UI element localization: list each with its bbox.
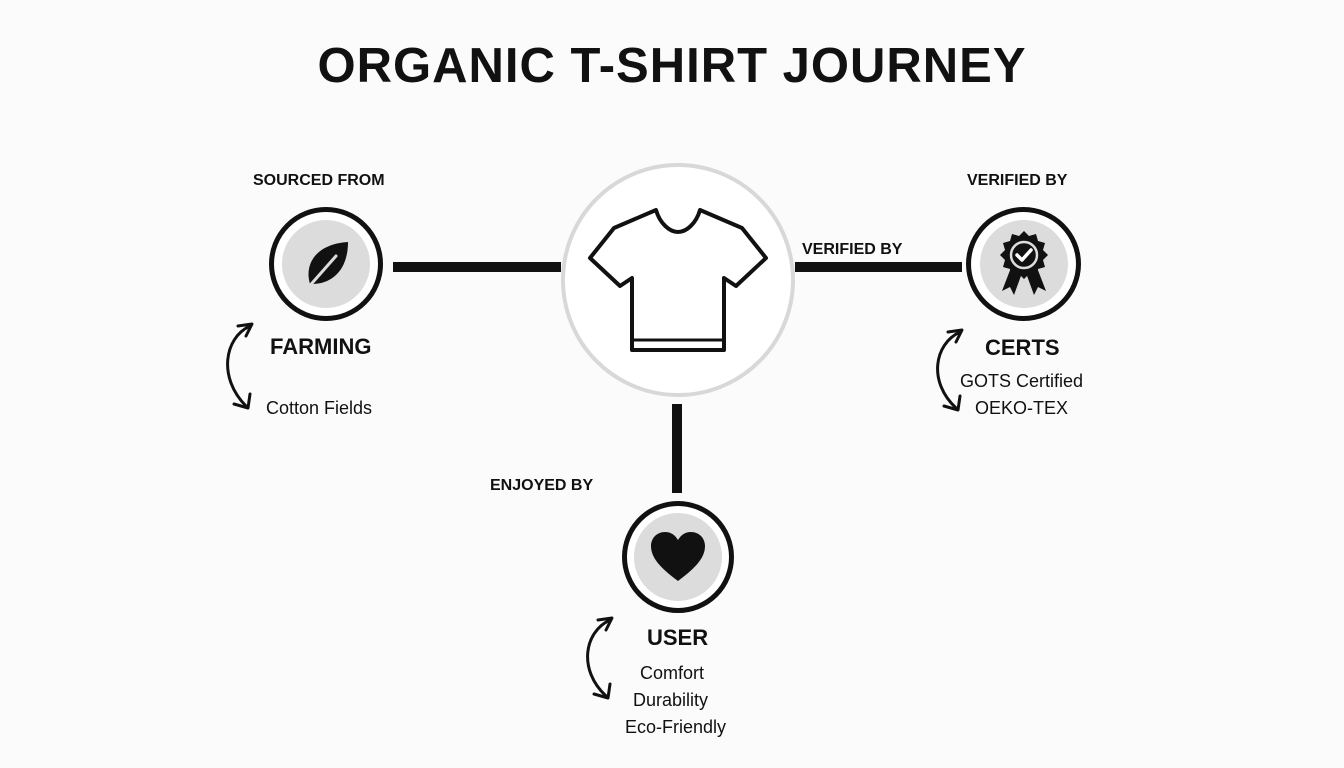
certs-node xyxy=(966,207,1081,321)
diagram-title: ORGANIC T-SHIRT JOURNEY xyxy=(317,39,1027,93)
cycle-arrow-icon xyxy=(936,328,964,412)
user-title: USER xyxy=(647,625,709,650)
t-shirt-icon xyxy=(588,208,768,352)
cycle-arrow-icon xyxy=(226,322,254,410)
connector-hub-certs xyxy=(795,262,962,272)
cycle-arrow-icon xyxy=(586,616,614,700)
certs-detail-1: GOTS Certified xyxy=(960,371,1084,391)
relation-label-verified-by: VERIFIED BY xyxy=(967,172,1068,189)
farming-detail: Cotton Fields xyxy=(266,398,373,418)
user-detail-2: Durability xyxy=(633,690,709,710)
leaf-icon xyxy=(304,242,348,292)
heart-icon xyxy=(651,532,705,581)
connector-hub-user xyxy=(672,404,682,493)
farming-title: FARMING xyxy=(270,334,372,359)
user-detail-1: Comfort xyxy=(640,663,705,683)
certs-title: CERTS xyxy=(985,335,1060,360)
farming-node xyxy=(269,207,383,321)
t-shirt-hub xyxy=(561,163,795,397)
relation-label-enjoyed-by: ENJOYED BY xyxy=(490,477,594,494)
user-detail-3: Eco-Friendly xyxy=(625,717,727,737)
certs-detail-2: OEKO-TEX xyxy=(975,398,1069,418)
award-badge-icon xyxy=(999,231,1048,295)
user-node xyxy=(622,501,734,613)
connector-farming-hub xyxy=(393,262,561,272)
connector-label-verified-by: VERIFIED BY xyxy=(802,241,903,258)
relation-label-sourced-from: SOURCED FROM xyxy=(253,172,385,189)
